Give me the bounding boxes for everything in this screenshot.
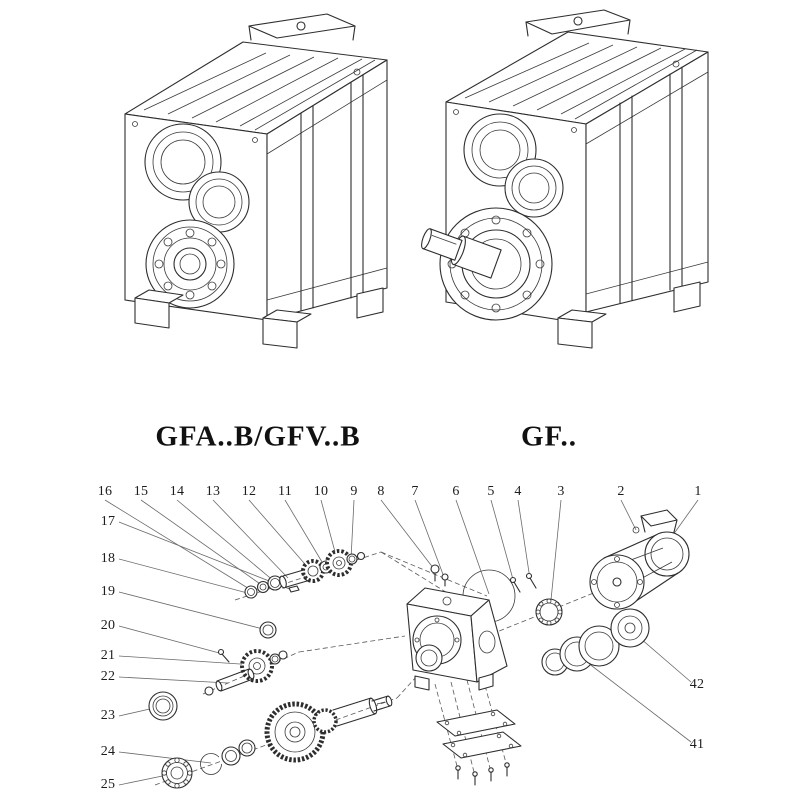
callout-16: 16 [97, 484, 113, 499]
callout-15: 15 [133, 484, 149, 499]
callout-4: 4 [514, 484, 522, 499]
gear-housing [406, 587, 508, 691]
cover-rings [541, 625, 620, 676]
top-cap [525, 9, 631, 37]
motor-side-bearing [535, 598, 563, 626]
leader-lines [104, 499, 699, 786]
callout-5: 5 [487, 484, 495, 499]
pinion-gear [301, 559, 325, 583]
housing-top-face [445, 31, 709, 125]
callout-9: 9 [350, 484, 358, 499]
mounting-feet [557, 281, 701, 349]
callout-10: 10 [313, 484, 329, 499]
motor [589, 509, 690, 610]
callout-7: 7 [411, 484, 419, 499]
housing-right-face [585, 51, 709, 313]
gearbox-left-drawing [124, 13, 388, 349]
callout-41: 41 [689, 737, 705, 752]
output-gear [264, 701, 326, 763]
callout-13: 13 [205, 484, 221, 499]
key [288, 585, 300, 593]
callout-8: 8 [377, 484, 385, 499]
flange-screws [509, 572, 537, 593]
gearbox-right-drawing [421, 9, 709, 349]
callout-18: 18 [100, 551, 116, 566]
circlip [200, 753, 222, 775]
top-cap [248, 13, 356, 41]
bottom-screws [455, 762, 510, 786]
callout-22: 22 [100, 669, 116, 684]
output-bearing-boss [145, 219, 235, 309]
callout-17: 17 [100, 514, 116, 529]
input-shaft-parts [244, 549, 366, 599]
callout-1: 1 [694, 484, 702, 499]
model-label-right: GF.. [520, 420, 578, 453]
motor-shaft [612, 577, 622, 587]
callout-2: 2 [617, 484, 625, 499]
callout-19: 19 [100, 584, 116, 599]
gasket-plates [436, 709, 522, 759]
callout-23: 23 [100, 708, 116, 723]
exploded-view-drawing [104, 499, 699, 789]
breather-plugs [430, 564, 449, 587]
intermediate-shaft-parts [204, 621, 288, 696]
pinion-shaft [312, 695, 393, 734]
motor-adapter [610, 608, 650, 648]
intermediate-gear [240, 649, 274, 683]
callout-24: 24 [100, 744, 116, 759]
callout-42: 42 [689, 677, 705, 692]
callout-25: 25 [100, 777, 116, 792]
ball-bearing [161, 757, 193, 789]
callout-14: 14 [169, 484, 185, 499]
output-shaft [421, 228, 502, 279]
housing-top-face [124, 41, 388, 135]
eye-bolt [632, 526, 640, 534]
callout-21: 21 [100, 648, 116, 663]
input-gear [325, 549, 353, 577]
callout-12: 12 [241, 484, 257, 499]
callout-20: 20 [100, 618, 116, 633]
housing-right-face [266, 59, 388, 321]
callout-6: 6 [452, 484, 460, 499]
mounting-feet [134, 287, 384, 349]
callout-11: 11 [277, 484, 293, 499]
model-label-left: GFA..B/GFV..B [155, 420, 361, 453]
output-shaft-parts [148, 691, 393, 789]
callout-3: 3 [557, 484, 565, 499]
